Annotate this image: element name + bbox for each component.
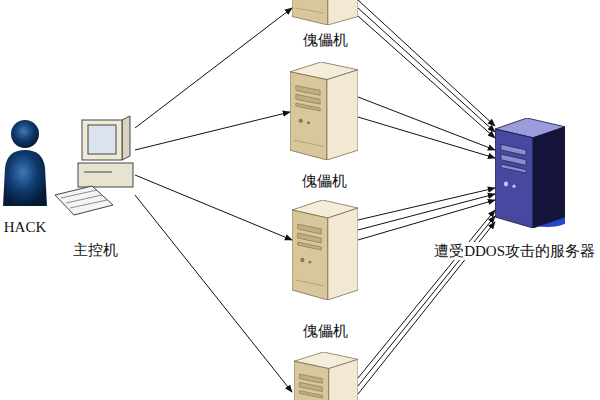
attack-line bbox=[358, 194, 495, 230]
zombie-server bbox=[290, 62, 358, 160]
zombie-server bbox=[292, 200, 358, 300]
attack-line bbox=[135, 175, 292, 240]
attack-line bbox=[358, 8, 495, 132]
zombie-server bbox=[292, 0, 358, 25]
target-server bbox=[495, 118, 569, 228]
node-label: 主控机 bbox=[71, 241, 120, 259]
target-server: 遭受DDOS攻击的服务器 bbox=[495, 118, 565, 228]
control-computer bbox=[55, 116, 133, 215]
attack-line bbox=[358, 200, 495, 240]
node-label: 傀儡机 bbox=[301, 31, 350, 49]
node-label: HACK bbox=[2, 218, 49, 236]
zombie-server: 傀儡机 bbox=[292, 0, 358, 25]
attack-line bbox=[358, 0, 495, 126]
node-label: 遭受DDOS攻击的服务器 bbox=[432, 242, 597, 260]
node-label: 傀儡机 bbox=[301, 322, 350, 340]
attack-line bbox=[358, 117, 495, 158]
attack-line bbox=[135, 112, 290, 150]
attack-line bbox=[135, 8, 292, 128]
attack-line bbox=[358, 188, 495, 220]
attack-line bbox=[135, 195, 495, 394]
zombie-server: 傀儡机 bbox=[292, 200, 358, 300]
attacker-figure: HACK bbox=[3, 118, 47, 208]
zombie-server: 傀儡机 bbox=[290, 62, 358, 160]
control-computer: 主控机 bbox=[55, 110, 135, 225]
attack-line bbox=[358, 16, 495, 138]
zombie-server bbox=[294, 352, 358, 400]
node-label: 傀儡机 bbox=[300, 172, 349, 190]
attacker-figure bbox=[3, 120, 47, 206]
